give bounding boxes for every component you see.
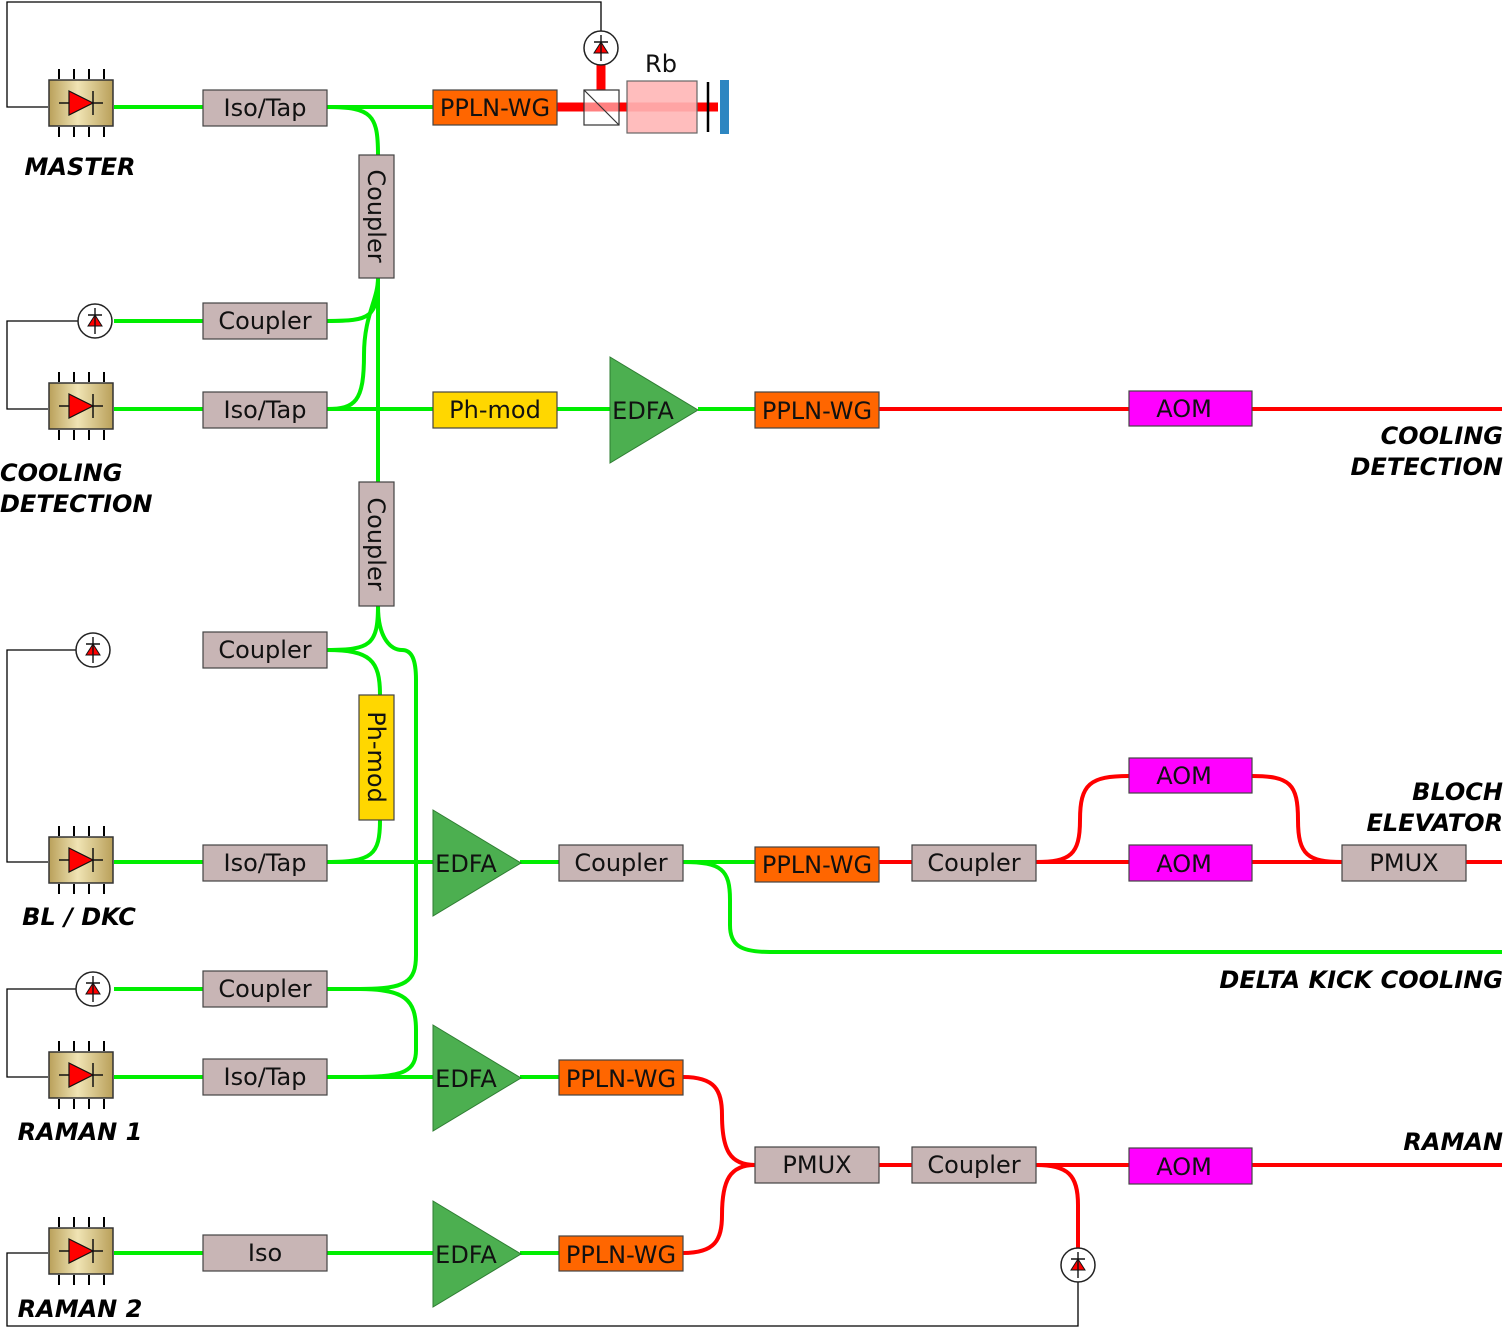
rb-label: Rb <box>645 50 677 78</box>
svg-text:Iso/Tap: Iso/Tap <box>224 1063 307 1091</box>
svg-text:AOM: AOM <box>1156 395 1212 423</box>
svg-text:Coupler: Coupler <box>218 307 311 335</box>
iso-tap-bl: Iso/Tap <box>202 844 328 882</box>
cooling-lock-wire <box>6 320 78 410</box>
laser-diode-icon <box>48 371 114 441</box>
svg-text:PMUX: PMUX <box>1369 849 1438 877</box>
svg-text:Iso/Tap: Iso/Tap <box>224 849 307 877</box>
bl-lock-wire <box>6 649 76 863</box>
label-delta-kick: DELTA KICK COOLING <box>1219 966 1503 994</box>
feedback-wires <box>6 1 1079 1327</box>
phmod-cooling: Ph-mod <box>432 391 558 429</box>
coupler-cooling: Coupler <box>202 302 328 340</box>
ppln-cooling: PPLN-WG <box>754 391 880 429</box>
photodiodes <box>75 303 1096 1283</box>
iso-tap-master: Iso/Tap <box>202 89 328 127</box>
svg-text:Iso: Iso <box>248 1239 282 1267</box>
edfa-raman1: EDFA <box>432 1024 522 1132</box>
label-raman-out: RAMAN <box>1403 1128 1503 1156</box>
photodiode-icon <box>1060 1247 1096 1283</box>
laser-diode-icon <box>48 68 114 138</box>
rb-spectroscopy: Rb <box>557 30 729 134</box>
phmod-vertical: Ph-mod <box>358 694 395 821</box>
svg-text:PPLN-WG: PPLN-WG <box>566 1241 676 1269</box>
svg-text:Ph-mod: Ph-mod <box>362 711 390 803</box>
svg-text:AOM: AOM <box>1156 1153 1212 1181</box>
ppln-bl: PPLN-WG <box>754 846 880 883</box>
raman1-lock-wire <box>6 988 76 1078</box>
laser-diode-icon <box>48 825 114 895</box>
photodiode-icon <box>583 30 619 66</box>
svg-text:Coupler: Coupler <box>362 497 390 590</box>
coupler-vertical-2: Coupler <box>358 481 395 607</box>
lasers <box>48 68 114 1286</box>
label-master: MASTER <box>25 153 136 181</box>
red-fibers <box>682 407 1502 1255</box>
label-bloch: BLOCH <box>1412 778 1503 806</box>
laser-diode-icon <box>48 1040 114 1110</box>
coupler-bl: Coupler <box>202 631 328 669</box>
pmux-raman: PMUX <box>754 1146 880 1184</box>
green-fibers <box>114 105 1502 1255</box>
rb-cell <box>626 80 698 134</box>
iso-raman2: Iso <box>202 1234 328 1272</box>
svg-text:EDFA: EDFA <box>612 397 674 425</box>
raman2-lock-wire <box>6 1252 1079 1327</box>
coupler-bl-green: Coupler <box>558 844 684 882</box>
svg-text:Iso/Tap: Iso/Tap <box>224 396 307 424</box>
aom-bloch-2: AOM <box>1128 844 1253 882</box>
edfa-raman2: EDFA <box>432 1200 522 1308</box>
labels: MASTER COOLING DETECTION BL / DKC RAMAN … <box>0 153 1503 1323</box>
svg-text:Coupler: Coupler <box>362 169 390 262</box>
svg-text:Iso/Tap: Iso/Tap <box>224 94 307 122</box>
label-raman2: RAMAN 2 <box>18 1295 143 1323</box>
label-bl-dkc: BL / DKC <box>22 903 136 931</box>
coupler-raman1: Coupler <box>202 970 328 1008</box>
svg-text:EDFA: EDFA <box>435 850 497 878</box>
coupler-raman: Coupler <box>911 1146 1037 1184</box>
coupler-vertical-1: Coupler <box>358 154 395 279</box>
edfa-bl: EDFA <box>432 809 522 917</box>
svg-text:AOM: AOM <box>1156 850 1212 878</box>
laser-diode-icon <box>48 1216 114 1286</box>
svg-text:EDFA: EDFA <box>435 1065 497 1093</box>
svg-text:PPLN-WG: PPLN-WG <box>440 94 550 122</box>
svg-text:Coupler: Coupler <box>218 636 311 664</box>
iso-tap-raman1: Iso/Tap <box>202 1058 328 1096</box>
ppln-raman1: PPLN-WG <box>558 1059 684 1096</box>
master-lock-wire <box>6 1 602 108</box>
svg-text:AOM: AOM <box>1156 762 1212 790</box>
svg-text:PPLN-WG: PPLN-WG <box>762 397 872 425</box>
ppln-raman2: PPLN-WG <box>558 1235 684 1272</box>
svg-text:Coupler: Coupler <box>927 1151 1020 1179</box>
svg-text:PPLN-WG: PPLN-WG <box>566 1065 676 1093</box>
aom-bloch-1: AOM <box>1128 757 1253 794</box>
label-raman1: RAMAN 1 <box>18 1118 143 1146</box>
mirror <box>720 80 729 134</box>
ppln-master: PPLN-WG <box>432 89 558 126</box>
photodiode-icon <box>75 632 111 668</box>
label-elevator: ELEVATOR <box>1366 809 1503 837</box>
label-cooling-left: COOLING <box>0 459 122 487</box>
label-cooling-right: COOLING <box>1381 422 1503 450</box>
svg-text:PPLN-WG: PPLN-WG <box>762 851 872 879</box>
coupler-bl-red: Coupler <box>911 844 1037 882</box>
svg-text:Coupler: Coupler <box>927 849 1020 877</box>
label-detection-left: DETECTION <box>0 490 152 518</box>
photodiode-icon <box>77 303 113 339</box>
pmux-bloch: PMUX <box>1341 844 1467 882</box>
label-detection-right: DETECTION <box>1351 453 1503 481</box>
svg-text:PMUX: PMUX <box>782 1151 851 1179</box>
edfa-cooling: EDFA <box>609 356 699 464</box>
svg-text:Coupler: Coupler <box>218 975 311 1003</box>
svg-text:Coupler: Coupler <box>574 849 667 877</box>
svg-text:EDFA: EDFA <box>435 1241 497 1269</box>
aom-raman: AOM <box>1128 1147 1253 1185</box>
photodiode-icon <box>75 971 111 1007</box>
aom-cooling: AOM <box>1128 390 1253 427</box>
iso-tap-cooling: Iso/Tap <box>202 391 328 429</box>
components: Iso/Tap Coupler Iso/Tap Coupler Iso/Tap … <box>202 89 1467 1308</box>
svg-text:Ph-mod: Ph-mod <box>449 396 541 424</box>
